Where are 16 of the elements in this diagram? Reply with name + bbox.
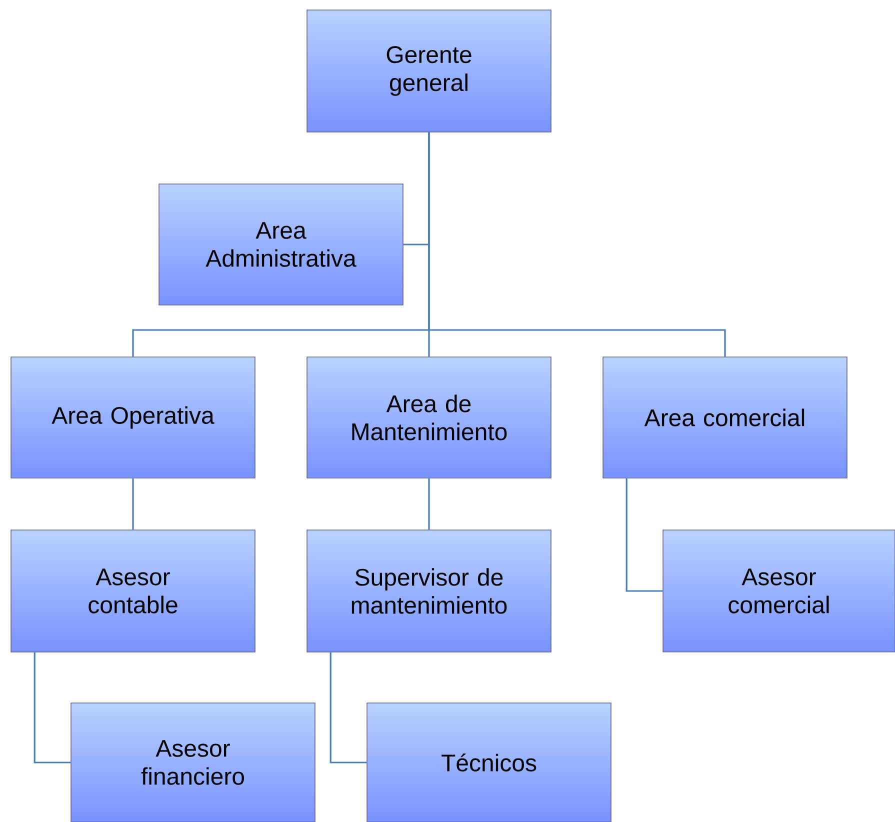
org-box: Area Administrativa [158, 184, 404, 306]
connector-line [428, 132, 726, 357]
org-box: Asesor contable [10, 530, 256, 652]
connector-line [132, 478, 134, 530]
org-box: Técnicos [366, 702, 612, 822]
connector-line [330, 652, 367, 764]
org-box: Area Operativa [10, 356, 256, 478]
org-box: Gerente general [306, 10, 552, 132]
org-box: Asesor comercial [662, 530, 895, 652]
org-box: Supervisor de mantenimiento [306, 530, 552, 652]
connector-line [428, 478, 430, 530]
org-box: Area comercial [602, 356, 848, 478]
org-box: Asesor financiero [70, 702, 316, 822]
connector-line [34, 652, 71, 764]
connector-line [626, 478, 663, 592]
org-box: Area de Mantenimiento [306, 356, 552, 478]
